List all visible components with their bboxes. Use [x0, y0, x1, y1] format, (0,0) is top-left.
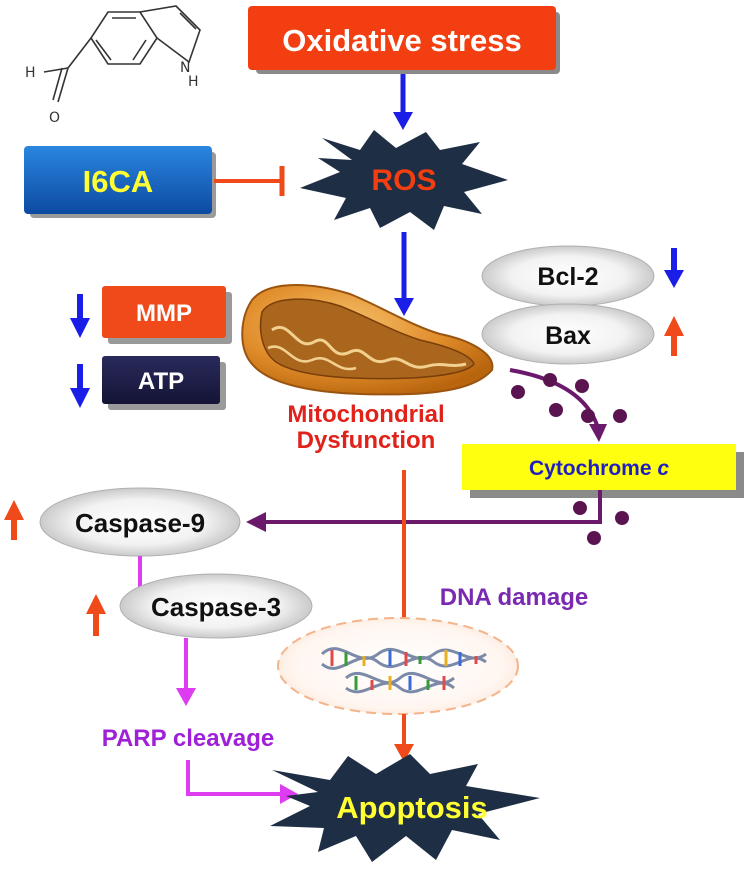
dna-damage-label: DNA damage — [440, 584, 588, 611]
dna-helix-illustration — [320, 647, 487, 694]
oxidative-stress-box — [248, 6, 556, 70]
mitochondrial-label-line1: Mitochondrial — [287, 401, 444, 428]
apoptosis-star — [270, 754, 540, 862]
arrow-parp-to-apoptosis — [186, 760, 282, 796]
i6ca-box — [24, 146, 212, 214]
bax-oval — [481, 303, 655, 365]
cytochrome-box — [462, 444, 736, 490]
bax-label: Bax — [545, 322, 591, 350]
oxidative-stress-label: Oxidative stress — [282, 23, 522, 58]
arrow-ros-to-mitochondria — [394, 232, 414, 316]
arrow-cytochrome-to-caspase9-head — [246, 512, 266, 532]
i6ca-structure — [43, 5, 201, 103]
i6ca-label: I6CA — [83, 164, 154, 199]
arrow-oxidative-to-ros — [393, 74, 413, 130]
atom-n-label: N — [180, 60, 190, 76]
mitochondrial-label-line2: Dysfunction — [297, 427, 436, 454]
mmp-box — [102, 286, 226, 338]
cytochrome-label-italic: c — [657, 457, 669, 480]
atp-down-arrow — [70, 364, 90, 408]
arrow-caspase3-to-parp-head — [176, 688, 196, 706]
caspase9-label: Caspase-9 — [75, 508, 205, 538]
atp-label: ATP — [138, 368, 184, 395]
ros-star — [300, 130, 508, 230]
ros-label: ROS — [371, 164, 436, 197]
mitochondrion-illustration — [241, 284, 494, 396]
atp-box — [102, 356, 220, 404]
cytochrome-label: Cytochrome c — [529, 457, 669, 480]
arrow-cytochrome-release-head — [589, 424, 607, 442]
bcl2-label: Bcl-2 — [537, 263, 598, 291]
apoptosis-label: Apoptosis — [336, 790, 488, 825]
cytochrome-dots — [511, 373, 629, 545]
bcl2-down-arrow — [664, 248, 684, 288]
caspase3-label: Caspase-3 — [151, 592, 281, 622]
atom-o-label: O — [49, 110, 60, 126]
inhibition-i6ca-ros — [214, 166, 285, 196]
bax-up-arrow — [664, 316, 684, 356]
mmp-down-arrow — [70, 294, 90, 338]
cytochrome-label-text: Cytochrome — [529, 457, 652, 480]
caspase3-up-arrow — [86, 594, 106, 636]
caspase9-up-arrow — [4, 500, 24, 540]
atom-nh-h-label: H — [188, 74, 199, 90]
parp-cleavage-label: PARP cleavage — [102, 725, 275, 752]
mmp-label: MMP — [136, 300, 192, 327]
caspase3-oval — [119, 573, 313, 639]
arrow-parp-to-apoptosis-head — [280, 784, 298, 804]
arrow-dna-to-apoptosis-head — [394, 744, 414, 762]
arrow-cytochrome-to-caspase9 — [264, 490, 602, 524]
atom-h-label: H — [25, 65, 36, 81]
